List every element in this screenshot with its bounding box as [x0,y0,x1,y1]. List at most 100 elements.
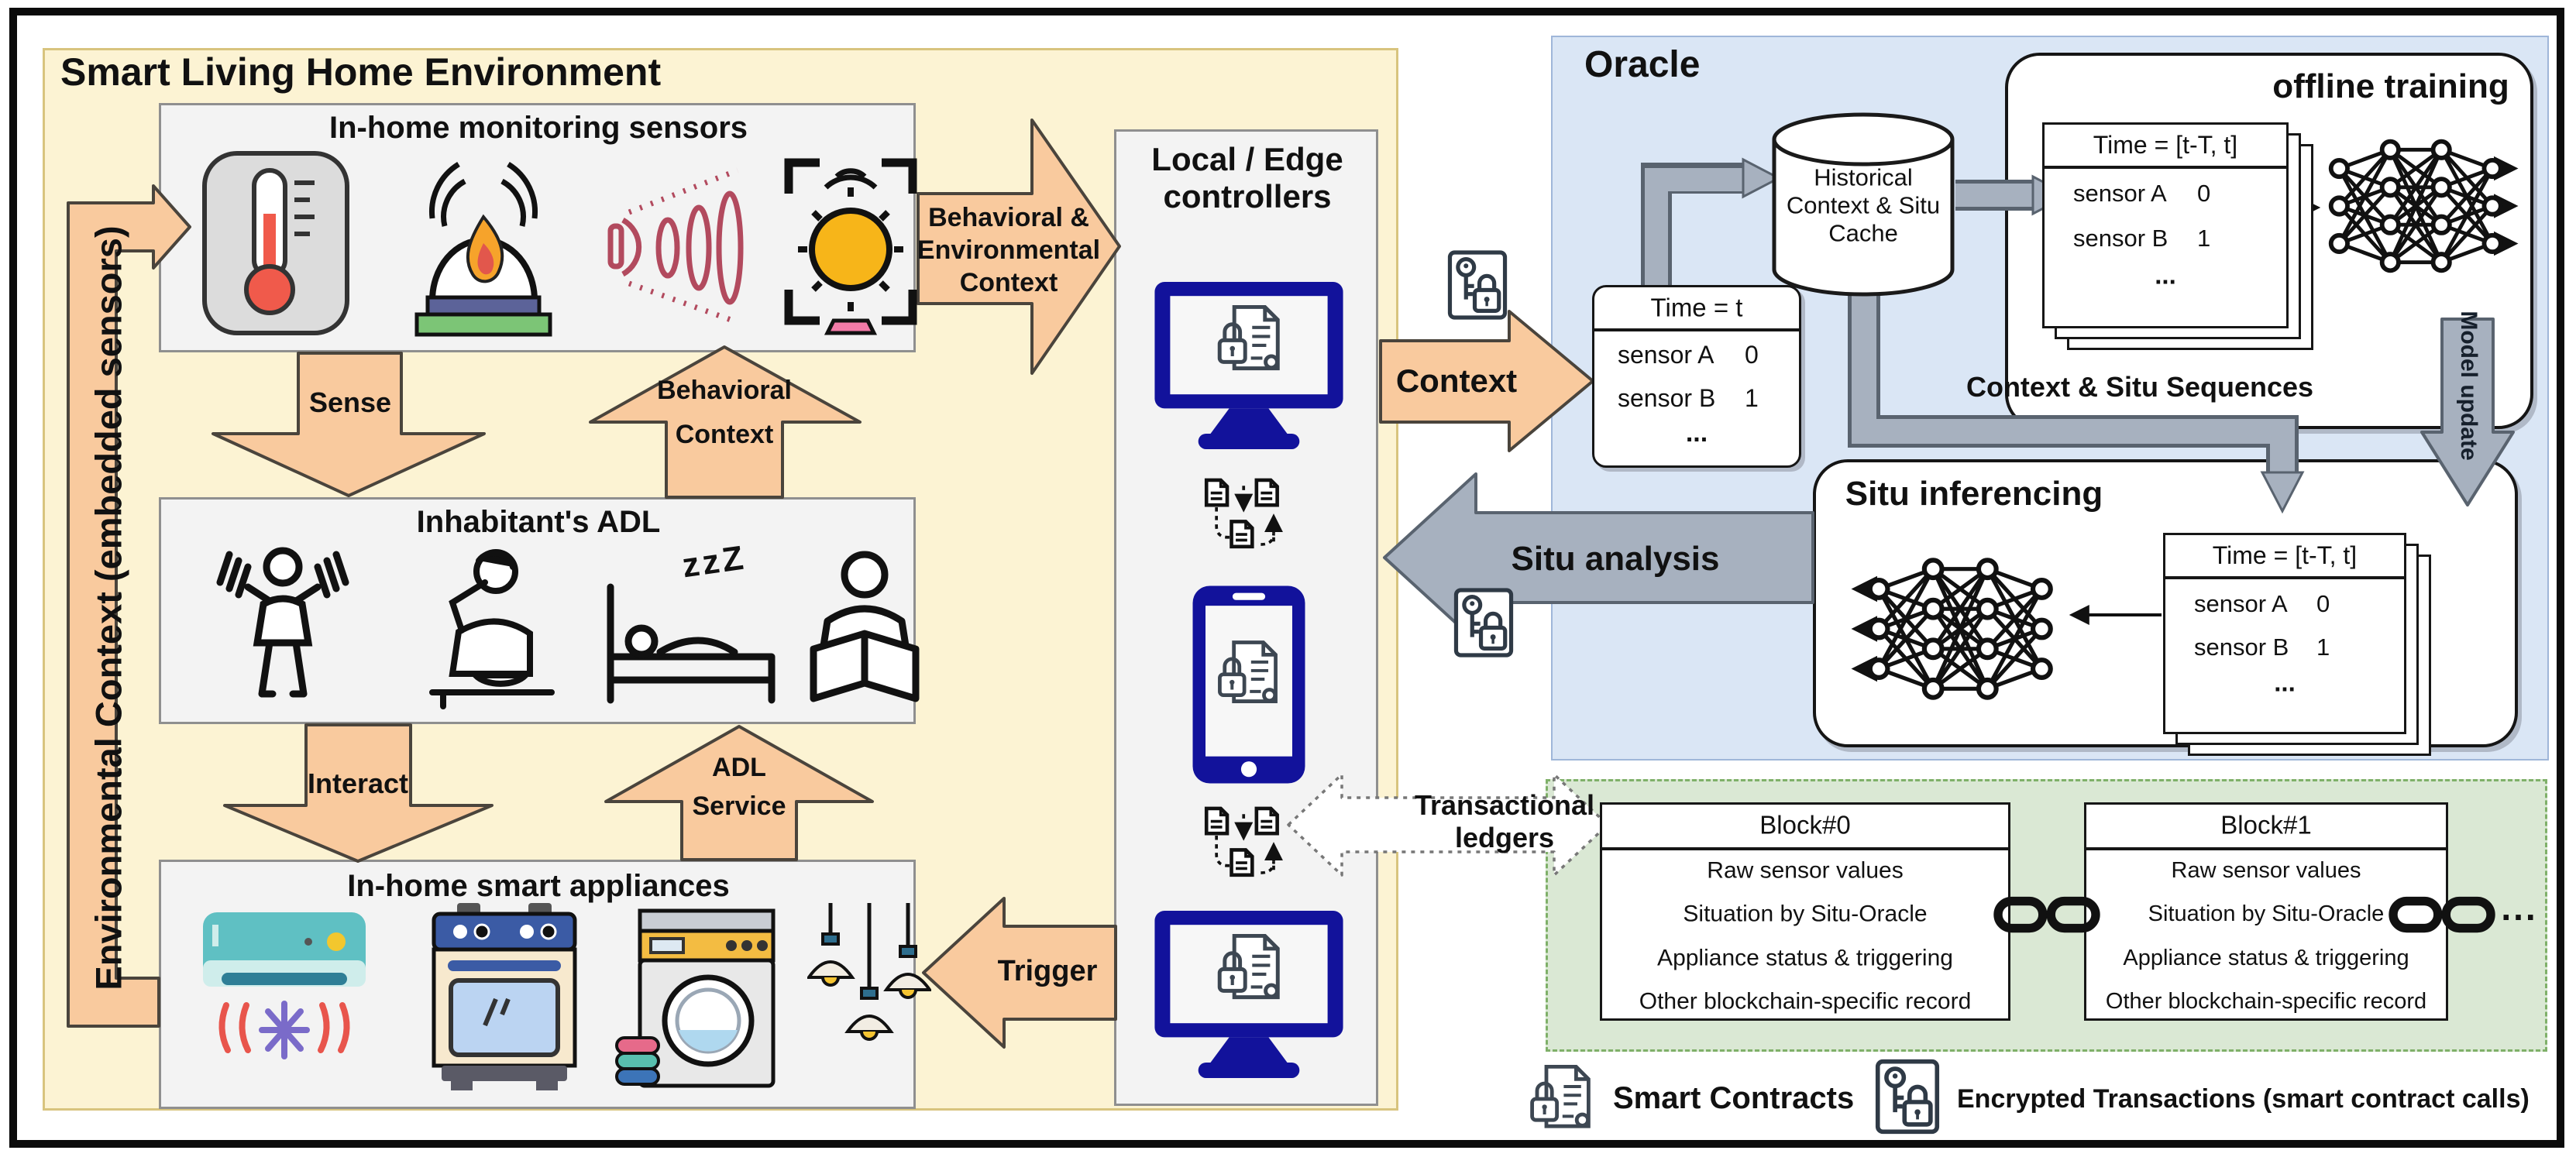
bec-label-3: Context [959,268,1058,298]
appliances-title: In-home smart appliances [347,869,730,903]
lamps-icon [807,903,931,1041]
behavioral-context-label-2: Context [675,420,774,450]
inferencing-row1-label: sensor B [2194,634,2289,661]
inferencing-table [2163,533,2406,734]
situ-analysis-label: Situ analysis [1511,539,1720,578]
training-table-header: Time = [t-T, t] [2093,131,2238,160]
block-0-row: Appliance status & triggering [1657,945,1953,971]
offline-training-title: offline training [2272,67,2509,105]
ac-icon [203,912,366,1059]
interact-label: Interact [307,767,409,800]
block-0-divider [1602,847,2008,850]
block-0-title: Block#0 [1759,810,1851,840]
adl-title: Inhabitant's ADL [416,505,661,539]
training-row0-value: 0 [2197,180,2211,207]
env-context-loop-arrow [67,184,191,1028]
env-context-label: Environmental Context (embedded sensors) [88,225,129,991]
cache-label-2: Context & Situ [1786,191,1941,219]
oracle-title: Oracle [1584,44,1701,85]
cache-label-3: Cache [1828,219,1898,247]
monitor-icon [1150,276,1347,455]
training-ellipsis: ... [2155,260,2176,290]
sleeping-icon [607,583,776,704]
legend-smart-contracts: Smart Contracts [1613,1081,1855,1115]
block-1-row: Raw sensor values [2171,857,2361,883]
block-1-row: Appliance status & triggering [2123,945,2409,970]
block-0-row: Raw sensor values [1707,857,1904,884]
inferencing-ellipsis: ... [2274,668,2296,697]
training-row0-label: sensor A [2073,180,2167,207]
training-row1-value: 1 [2197,225,2211,252]
reading-icon [810,551,920,702]
doc-exchange-icon [1199,468,1292,565]
block-1-row: Situation by Situ-Oracle [2148,901,2385,926]
doc-exchange-icon [1199,796,1292,894]
adl-service-label-1: ADL [712,753,766,783]
monitor-icon [1150,905,1347,1084]
block-0 [1600,802,2010,1021]
transactional-ledgers-arrow [1287,773,1609,877]
encrypted-transaction-icon [1453,587,1514,658]
block-1-divider [2086,847,2446,850]
transactional-label-2: ledgers [1454,822,1555,854]
block-1-row: Other blockchain-specific record [2105,988,2427,1014]
chain-link-icon [2388,891,2496,939]
transactional-label-1: Transactional [1414,789,1595,822]
context-label: Context [1395,362,1518,399]
bec-label-2: Environmental [917,235,1101,266]
neural-network-left-icon [1850,531,2058,726]
database-icon [1772,112,1955,297]
block-0-row: Other blockchain-specific record [1639,988,1972,1015]
sense-label: Sense [308,386,392,419]
inferencing-row0-label: sensor A [2194,590,2288,617]
exercise-icon [216,547,349,698]
inferencing-table-header: Time = [t-T, t] [2212,541,2358,570]
light-sensor-icon [784,158,917,335]
trigger-label: Trigger [997,955,1098,988]
time-t-ellipsis: ... [1685,418,1708,448]
behavioral-context-label-1: Behavioral [657,376,792,406]
washer-icon [615,908,776,1088]
model-update-label: Model update [2455,311,2481,461]
training-table [2042,122,2289,328]
training-table-divider [2045,166,2286,169]
behavioral-context-arrow [589,345,862,499]
behavioral-env-context-arrow [917,118,1121,375]
time-t-table [1592,285,1801,468]
cache-label-1: Historical [1814,163,1913,191]
inferencing-row0-value: 0 [2316,590,2330,617]
situ-inferencing-title: Situ inferencing [1845,474,2103,513]
block-0-row: Situation by Situ-Oracle [1683,901,1928,927]
encrypted-transaction-icon [1447,249,1508,321]
block-1 [2084,802,2448,1021]
adl-service-arrow [604,725,874,861]
time-t-header: Time = t [1650,293,1743,322]
time-t-row1-label: sensor B [1618,384,1716,412]
page-title: Smart Living Home Environment [60,50,662,94]
training-row1-label: sensor B [2073,225,2168,252]
sense-arrow [212,352,486,497]
time-t-row0-value: 0 [1745,341,1759,369]
trigger-arrow [922,897,1117,1049]
table-to-cache-connector [1641,163,1745,290]
interact-arrow [223,723,494,863]
inferencing-row1-value: 1 [2316,634,2330,661]
encrypted-transaction-icon [1875,1058,1940,1135]
smart-contract-icon [1528,1061,1596,1137]
adl-service-label-2: Service [692,791,786,822]
legend-encrypted-transactions: Encrypted Transactions (smart contract c… [1957,1084,2530,1114]
time-t-row1-value: 1 [1745,384,1759,412]
block-1-title: Block#1 [2220,810,2312,840]
motion-sensor-icon [607,167,744,325]
model-update-arrow [2420,318,2515,506]
chain-link-icon [1993,891,2101,939]
oven-icon [432,903,577,1090]
bec-label-1: Behavioral & [928,203,1089,233]
sensors-title: In-home monitoring sensors [328,111,748,145]
neural-network-icon [2324,130,2519,282]
fire-alarm-icon [414,162,552,337]
time-t-divider [1594,328,1799,331]
thermometer-icon [202,151,349,335]
inferencing-table-divider [2165,576,2404,579]
